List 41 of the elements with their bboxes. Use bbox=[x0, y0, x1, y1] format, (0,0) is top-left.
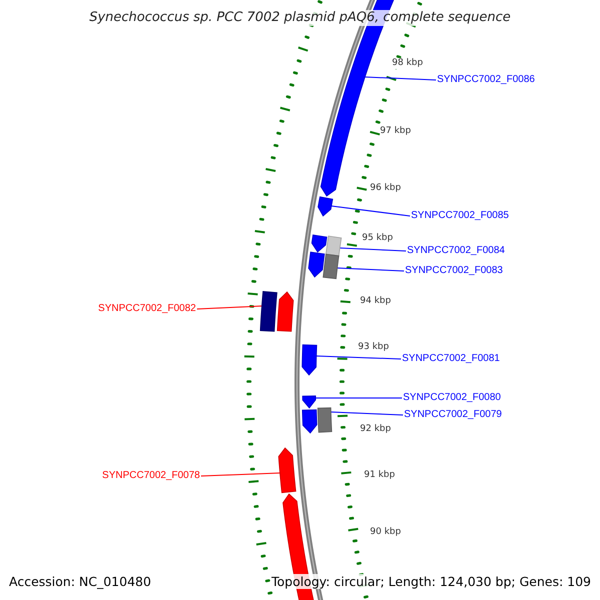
leader-line bbox=[316, 356, 402, 360]
scale-label: 94 kbp bbox=[360, 296, 391, 307]
scale-label: 97 kbp bbox=[380, 126, 411, 137]
gene-label: SYNPCC7002_F0081 bbox=[402, 353, 500, 365]
sequence-summary: Topology: circular; Length: 124,030 bp; Genes: 109 bbox=[272, 574, 591, 589]
gene-label: SYNPCC7002_F0082 bbox=[98, 303, 196, 315]
gene-block bbox=[317, 407, 332, 433]
scale-label: 98 kbp bbox=[392, 58, 423, 69]
scale-label: 90 kbp bbox=[370, 527, 401, 538]
scale-label: 95 kbp bbox=[362, 233, 393, 244]
gene-feature bbox=[278, 447, 296, 494]
gene-label: SYNPCC7002_F0080 bbox=[403, 392, 501, 404]
gene-label: SYNPCC7002_F0086 bbox=[437, 74, 535, 86]
gene-block bbox=[322, 254, 340, 280]
gene-block bbox=[325, 236, 342, 256]
gene-feature bbox=[311, 234, 328, 253]
gene-label: SYNPCC7002_F0079 bbox=[404, 409, 502, 421]
gene-block bbox=[260, 290, 278, 332]
gene-label: SYNPCC7002_F0083 bbox=[405, 265, 503, 277]
scale-label: 92 kbp bbox=[360, 424, 391, 435]
gene-feature bbox=[302, 344, 318, 376]
accession-note: Accession: NC_010480 bbox=[9, 574, 152, 589]
leader-line bbox=[196, 306, 262, 310]
gene-label: SYNPCC7002_F0084 bbox=[407, 245, 505, 257]
gene-label: SYNPCC7002_F0085 bbox=[411, 210, 509, 222]
gene-feature bbox=[302, 409, 318, 434]
scale-label: 91 kbp bbox=[364, 470, 395, 481]
gene-feature bbox=[318, 196, 334, 217]
gene-feature bbox=[276, 291, 294, 332]
leader-line bbox=[330, 206, 410, 216]
leader-line bbox=[364, 76, 436, 80]
leader-line bbox=[336, 268, 404, 272]
leader-line bbox=[200, 472, 280, 476]
scale-label: 93 kbp bbox=[358, 342, 389, 353]
leader-line bbox=[330, 412, 404, 416]
gene-label: SYNPCC7002_F0078 bbox=[102, 470, 200, 482]
scale-label: 96 kbp bbox=[370, 183, 401, 194]
title: Synechococcus sp. PCC 7002 plasmid pAQ6, complete sequence bbox=[89, 10, 511, 26]
gene-feature bbox=[302, 396, 316, 409]
gene-feature bbox=[308, 252, 325, 278]
leader-line bbox=[339, 248, 406, 252]
